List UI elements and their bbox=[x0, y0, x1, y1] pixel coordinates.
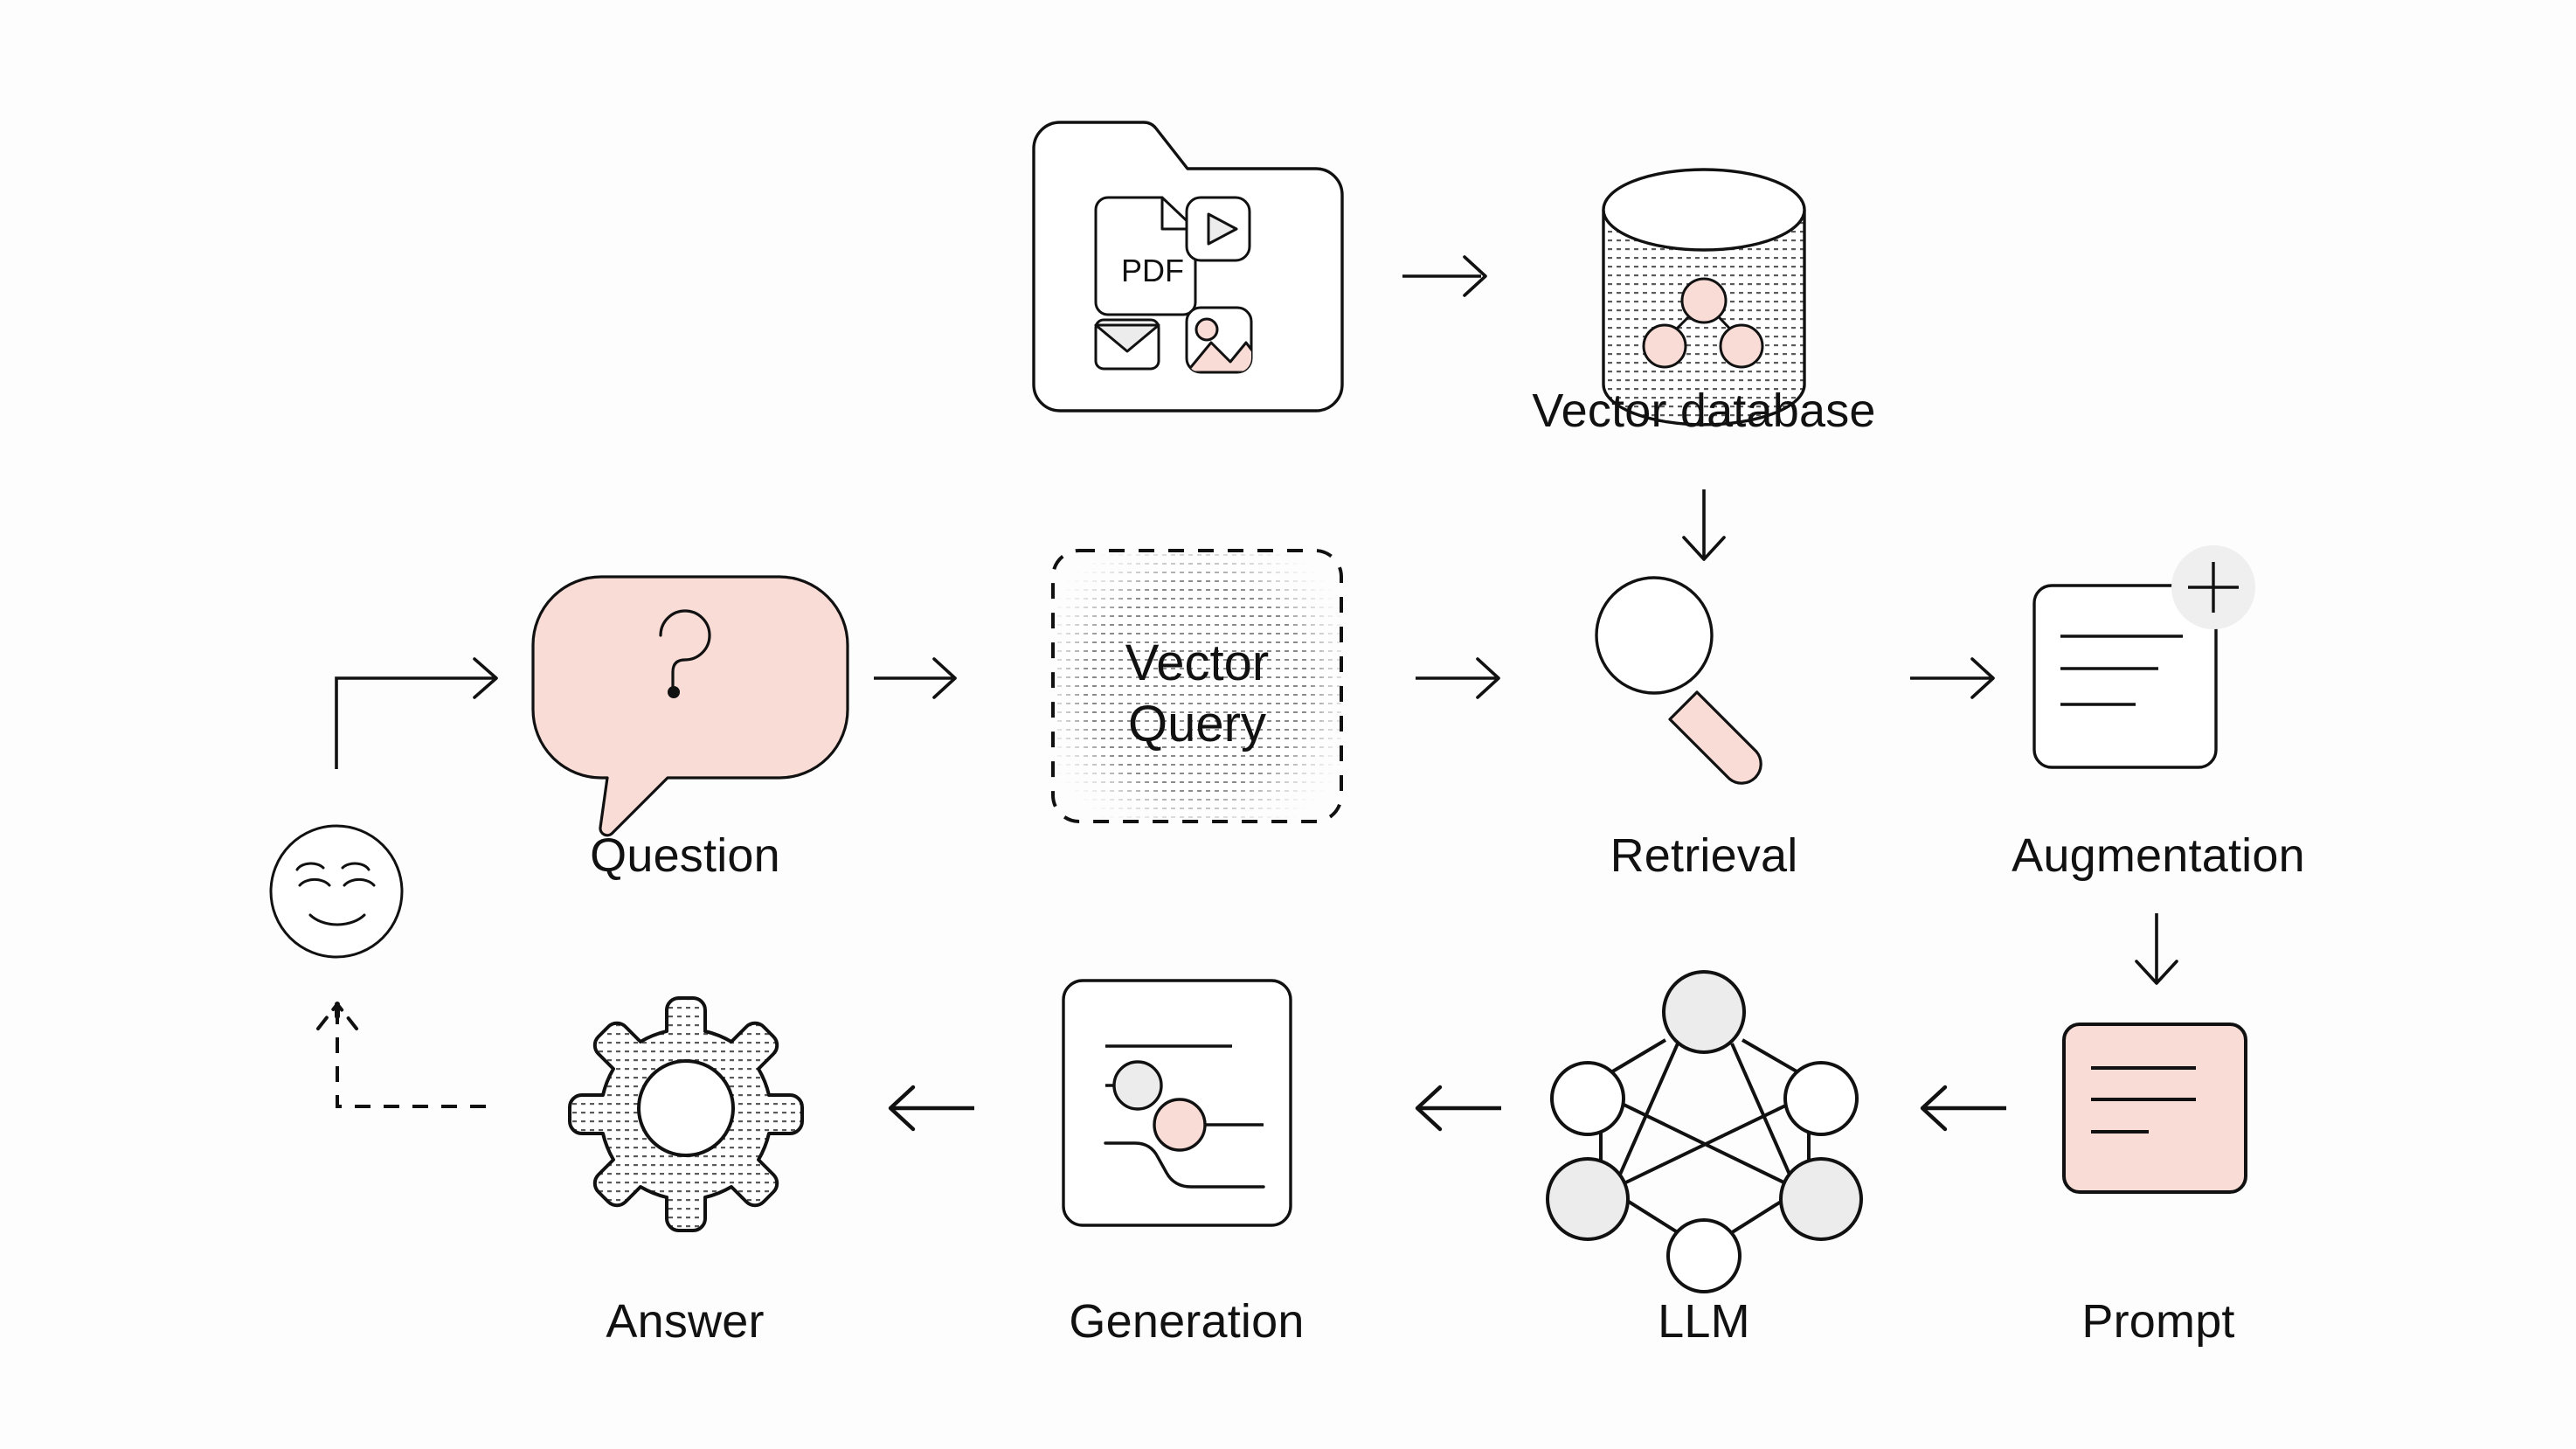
arrow-retrieval-to-augmentation bbox=[1910, 657, 1995, 699]
speech-bubble-question-icon bbox=[531, 575, 849, 837]
document-plus-icon bbox=[2032, 545, 2255, 769]
envelope-icon bbox=[1094, 318, 1160, 371]
arrow-prompt-to-llm bbox=[1920, 1085, 2006, 1132]
magnifying-glass-icon bbox=[1595, 576, 1762, 785]
smiling-face-icon bbox=[269, 824, 404, 959]
arrow-user-to-question bbox=[335, 657, 498, 769]
generation-node-gray bbox=[1112, 1060, 1163, 1111]
generation-card-icon bbox=[1062, 979, 1292, 1227]
arrow-augmentation-to-prompt bbox=[2135, 913, 2178, 985]
arrow-database-to-retrieval bbox=[1682, 489, 1726, 561]
gear-icon bbox=[568, 996, 804, 1232]
label-vector-database: Vector database bbox=[1532, 385, 1876, 437]
generation-node-pink bbox=[1153, 1098, 1207, 1152]
network-node-top bbox=[1662, 970, 1746, 1054]
network-node-upper-right bbox=[1783, 1061, 1859, 1136]
arrow-answer-to-user-dashed bbox=[316, 1002, 486, 1108]
plus-icon bbox=[2188, 562, 2239, 613]
prompt-card-icon bbox=[2062, 1023, 2247, 1194]
database-cylinder-icon bbox=[1602, 168, 1806, 426]
arrow-question-to-vectorquery bbox=[874, 657, 957, 699]
arrow-documents-to-database bbox=[1402, 255, 1487, 297]
database-node-graph bbox=[1642, 277, 1764, 369]
arrow-generation-to-answer bbox=[888, 1085, 974, 1132]
documents-folder-icon: PDF bbox=[1032, 121, 1344, 413]
label-generation: Generation bbox=[1069, 1295, 1305, 1348]
network-node-bottom bbox=[1666, 1218, 1742, 1293]
label-retrieval: Retrieval bbox=[1610, 829, 1798, 882]
vector-query-line-1: Vector bbox=[1125, 634, 1269, 691]
augmentation-text-lines bbox=[2060, 634, 2183, 706]
pdf-file-icon: PDF bbox=[1094, 196, 1197, 316]
neural-network-icon bbox=[1546, 970, 1863, 1293]
video-play-icon bbox=[1185, 196, 1251, 262]
image-icon bbox=[1185, 306, 1253, 374]
label-answer: Answer bbox=[606, 1295, 765, 1348]
label-llm: LLM bbox=[1658, 1295, 1750, 1348]
arrow-vectorquery-to-retrieval bbox=[1416, 657, 1500, 699]
label-augmentation: Augmentation bbox=[2012, 829, 2305, 882]
pdf-label: PDF bbox=[1121, 253, 1184, 288]
vector-query-line-2: Query bbox=[1128, 696, 1266, 752]
arrow-llm-to-generation bbox=[1415, 1085, 1501, 1132]
network-node-upper-left bbox=[1550, 1061, 1625, 1136]
label-question: Question bbox=[590, 829, 780, 882]
vector-query-box: Vector Query bbox=[1051, 549, 1343, 823]
label-prompt: Prompt bbox=[2081, 1295, 2235, 1348]
network-node-lower-right bbox=[1779, 1157, 1863, 1241]
network-node-lower-left bbox=[1546, 1157, 1630, 1241]
network-edges bbox=[1599, 1038, 1811, 1238]
